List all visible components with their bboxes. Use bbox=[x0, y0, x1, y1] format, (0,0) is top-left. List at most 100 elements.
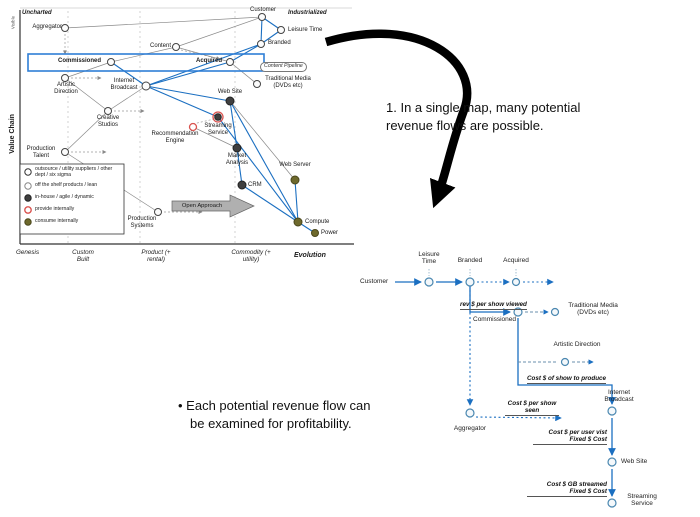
map-label-market-analysis: Market Analysis bbox=[225, 153, 249, 166]
flow-label-cost-user: Cost $ per user vist Fixed $ Cost bbox=[533, 429, 607, 446]
map-node-traditional-media bbox=[253, 80, 261, 88]
map-label-crm: CRM bbox=[248, 182, 262, 188]
flow-node-traditional-media bbox=[550, 307, 560, 317]
flow-label-aggregator: Aggregator bbox=[453, 425, 487, 432]
map-node-streaming-service-ring bbox=[212, 111, 224, 123]
flow-label-cost-per-show-seen: Cost $ per show seen bbox=[505, 400, 559, 417]
flow-nodes bbox=[424, 277, 617, 508]
flow-graphics bbox=[395, 269, 617, 508]
map-label-creative-studios: Creative Studios bbox=[96, 115, 120, 128]
flow-links-dashed bbox=[518, 309, 594, 365]
open-approach-arrow bbox=[171, 194, 255, 218]
map-nodes bbox=[61, 13, 319, 237]
open-approach-label: Open Approach bbox=[181, 203, 223, 209]
flow-node-streaming-service bbox=[607, 498, 617, 508]
map-node-internet-broadcast bbox=[141, 81, 151, 91]
map-label-recommendation-engine: Recommendation Engine bbox=[151, 131, 199, 144]
legend-label-outsource: outsource / utility suppliers / other de… bbox=[35, 166, 113, 178]
map-label-artistic-direction: Artistic Direction bbox=[54, 82, 78, 95]
flow-label-cost-user-line2: Fixed $ Cost bbox=[569, 436, 607, 444]
map-label-commissioned: Commissioned bbox=[58, 58, 102, 64]
map-label-power: Power bbox=[321, 230, 339, 236]
map-node-creative-studios bbox=[104, 107, 112, 115]
flow-node-internet-broadcast bbox=[607, 406, 617, 416]
map-node-content bbox=[172, 43, 180, 51]
map-node-artistic-direction bbox=[61, 74, 69, 82]
map-label-traditional-media: Traditional Media (DVDs etc) bbox=[265, 76, 311, 89]
map-label-production-talent: Production Talent bbox=[26, 146, 56, 159]
flow-label-internet-broadcast: Internet Broadcast bbox=[604, 389, 634, 404]
flow-node-leisure-time bbox=[424, 277, 434, 287]
flow-label-commissioned: Commissioned bbox=[473, 316, 516, 323]
axis-label-evolution: Evolution bbox=[294, 252, 326, 259]
map-node-streaming-service bbox=[214, 113, 222, 121]
flow-label-cost-user-line1: Cost $ per user vist bbox=[548, 429, 607, 436]
map-node-branded bbox=[257, 40, 265, 48]
map-label-internet-broadcast: Internet Broadcast bbox=[110, 78, 138, 91]
flow-label-rev-per-show: rev $ per show viewed bbox=[460, 301, 527, 311]
wardley-map-panel: Uncharted Industrialized Visible Value C… bbox=[8, 2, 360, 276]
map-label-visible: Visible bbox=[10, 15, 16, 30]
map-node-acquired bbox=[226, 58, 234, 66]
map-node-compute bbox=[293, 217, 303, 227]
map-label-production-systems: Production Systems bbox=[127, 216, 157, 229]
map-node-recommendation-engine bbox=[188, 122, 198, 132]
map-node-customer bbox=[258, 13, 266, 21]
legend-icon-off-the-shelf bbox=[24, 182, 32, 190]
flow-header-branded: Branded bbox=[457, 257, 483, 264]
flow-label-artistic-direction: Artistic Direction bbox=[553, 341, 601, 348]
map-node-crm bbox=[237, 180, 247, 190]
map-label-web-site: Web Site bbox=[217, 89, 243, 95]
map-label-branded: Branded bbox=[268, 40, 291, 46]
legend-label-in-house: in-house / agile / dynamic bbox=[35, 194, 94, 200]
map-node-web-server bbox=[290, 175, 300, 185]
map-node-production-talent bbox=[61, 148, 69, 156]
map-node-power bbox=[311, 229, 319, 237]
map-label-compute: Compute bbox=[305, 219, 330, 225]
flow-header-leisure-time: Leisure Time bbox=[418, 251, 440, 266]
map-label-industrialized: Industrialized bbox=[288, 10, 327, 16]
flow-label-cost-gb-line1: Cost $ GB streamed bbox=[546, 481, 607, 488]
map-label-value-chain: Value Chain bbox=[9, 114, 17, 154]
map-node-web-site bbox=[225, 96, 235, 106]
legend-icon-consume bbox=[24, 218, 32, 226]
flow-label-customer: Customer bbox=[360, 278, 389, 285]
map-node-market-analysis bbox=[232, 143, 242, 153]
flow-node-artistic-direction bbox=[560, 357, 570, 367]
map-label-web-server: Web Server bbox=[279, 162, 311, 168]
legend-box bbox=[19, 163, 125, 235]
map-label-acquired: Acquired bbox=[196, 58, 223, 64]
legend-label-provide: provide internally bbox=[35, 206, 75, 212]
revenue-flow-panel: Leisure Time Branded Acquired Customer r… bbox=[355, 245, 700, 517]
axis-label-genesis: Genesis bbox=[16, 249, 40, 256]
map-label-leisure-time: Leisure Time bbox=[288, 27, 323, 33]
flow-label-web-site: Web Site bbox=[621, 458, 648, 465]
legend-icon-provide bbox=[24, 206, 32, 214]
flow-label-cost-gb: Cost $ GB streamed Fixed $ Cost bbox=[527, 481, 607, 498]
flow-label-traditional-media: Traditional Media (DVDs etc) bbox=[568, 302, 618, 317]
legend-label-consume: consume internally bbox=[35, 218, 79, 224]
flow-label-streaming-service: Streaming Service bbox=[627, 493, 657, 508]
legend-icon-outsource bbox=[24, 168, 32, 176]
map-label-content: Content bbox=[150, 43, 172, 49]
flow-node-acquired bbox=[511, 277, 521, 287]
axis-label-commodity: Commodity (+ utility) bbox=[231, 249, 271, 264]
flow-label-cost-show-produce: Cost $ of show to produce bbox=[527, 375, 607, 385]
stage-separators bbox=[67, 11, 236, 244]
flow-header-stubs bbox=[428, 269, 517, 276]
map-label-uncharted: Uncharted bbox=[22, 10, 52, 16]
content-pipeline-badge: Content Pipeline bbox=[260, 62, 307, 72]
map-label-streaming-service: Streaming Service bbox=[204, 123, 232, 136]
axis-label-custom-built: Custom Built bbox=[72, 249, 94, 264]
axis-label-product: Product (+ rental) bbox=[141, 249, 171, 264]
note-single-map: 1. In a single map, many potential reven… bbox=[386, 100, 581, 133]
legend-label-off-the-shelf: off the shelf products / lean bbox=[35, 182, 98, 188]
flow-node-branded bbox=[465, 277, 475, 287]
map-node-production-systems bbox=[154, 208, 162, 216]
map-node-commissioned bbox=[107, 58, 115, 66]
map-node-aggregator bbox=[61, 24, 69, 32]
bullet-revenue-flow: • Each potential revenue flow can be exa… bbox=[178, 398, 371, 431]
map-node-leisure-time bbox=[277, 26, 285, 34]
map-label-customer: Customer bbox=[249, 7, 276, 13]
